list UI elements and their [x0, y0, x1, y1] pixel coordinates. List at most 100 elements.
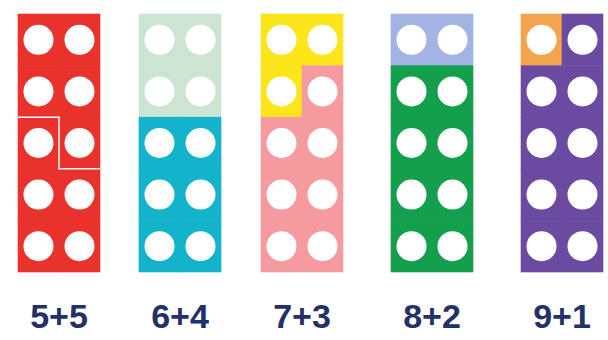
split-line [18, 117, 100, 169]
bar-hole [65, 25, 95, 55]
bar-hole [308, 231, 338, 261]
bar-cell [521, 65, 563, 117]
bar-cell [59, 65, 101, 117]
bar-cell [139, 220, 181, 272]
bar-cell [432, 117, 474, 169]
bar-hole [267, 25, 297, 55]
bar-cell [562, 65, 604, 117]
bar-hole [24, 231, 54, 261]
bar-cell [139, 117, 181, 169]
bar-hole [186, 76, 216, 106]
bar-cell [180, 14, 222, 66]
bar-hole [145, 231, 175, 261]
bar-cell [432, 220, 474, 272]
bar-cell [562, 14, 604, 66]
bar-hole [145, 76, 175, 106]
bar-cell [562, 117, 604, 169]
bar-hole [24, 180, 54, 210]
bar-hole [438, 180, 468, 210]
bar-cell [391, 14, 433, 66]
bar-hole [145, 128, 175, 158]
bar-hole [527, 76, 557, 106]
bar-cell [521, 169, 563, 221]
number-bar [139, 14, 222, 273]
number-bar [521, 14, 604, 273]
bar-hole [527, 231, 557, 261]
bar-cell [562, 220, 604, 272]
bar-cell [302, 169, 344, 221]
bar-cell [261, 169, 303, 221]
bar-hole [568, 25, 598, 55]
bar-cell [302, 117, 344, 169]
bar-hole [527, 25, 557, 55]
bar-cell [180, 220, 222, 272]
bar-cell [59, 14, 101, 66]
bar-hole [186, 25, 216, 55]
bar-cell [59, 169, 101, 221]
bar-cell [302, 220, 344, 272]
bar-cell [432, 65, 474, 117]
bar-hole [568, 231, 598, 261]
bar-cell [59, 220, 101, 272]
bar-cell [432, 169, 474, 221]
bar-cell [302, 14, 344, 66]
number-bar [18, 14, 101, 273]
bar-hole [145, 25, 175, 55]
bar-cell [59, 117, 101, 169]
sum-label: 8+2 [403, 296, 461, 336]
bar-cell [261, 117, 303, 169]
bar-hole [65, 231, 95, 261]
bar-hole [186, 180, 216, 210]
bar-hole [24, 128, 54, 158]
bar-hole [397, 25, 427, 55]
bar-hole [527, 180, 557, 210]
sum-label: 5+5 [30, 296, 88, 336]
bar-cell [562, 169, 604, 221]
bar-cell [180, 169, 222, 221]
bar-hole [438, 25, 468, 55]
bar-hole [397, 231, 427, 261]
bar-cell [18, 117, 60, 169]
bar-hole [65, 128, 95, 158]
number-bar [261, 14, 344, 273]
bar-cell [521, 220, 563, 272]
bar-cell [391, 220, 433, 272]
bar-hole [267, 128, 297, 158]
bar-hole [186, 128, 216, 158]
bar-hole [308, 76, 338, 106]
bar-cell [391, 117, 433, 169]
bar-cell [302, 65, 344, 117]
bar-hole [65, 76, 95, 106]
bar-hole [267, 231, 297, 261]
bar-hole [568, 76, 598, 106]
bar-cell [139, 169, 181, 221]
sum-label: 6+4 [151, 296, 209, 336]
bar-hole [438, 76, 468, 106]
bar-hole [308, 180, 338, 210]
bar-hole [438, 128, 468, 158]
bar-hole [24, 25, 54, 55]
bar-cell [139, 14, 181, 66]
number-bar [391, 14, 474, 273]
bar-cell [521, 14, 563, 66]
bar-cell [521, 117, 563, 169]
bar-cell [18, 169, 60, 221]
bar-cell [18, 65, 60, 117]
sum-label: 9+1 [533, 296, 591, 336]
bar-hole [527, 128, 557, 158]
bar-hole [397, 128, 427, 158]
bar-hole [438, 231, 468, 261]
bar-cell [391, 169, 433, 221]
bar-cell [432, 14, 474, 66]
bar-cell [261, 14, 303, 66]
bar-hole [267, 180, 297, 210]
bar-cell [139, 65, 181, 117]
bar-hole [267, 76, 297, 106]
bar-cell [261, 220, 303, 272]
bar-hole [397, 180, 427, 210]
bar-hole [308, 25, 338, 55]
bar-cell [18, 220, 60, 272]
bar-hole [65, 180, 95, 210]
